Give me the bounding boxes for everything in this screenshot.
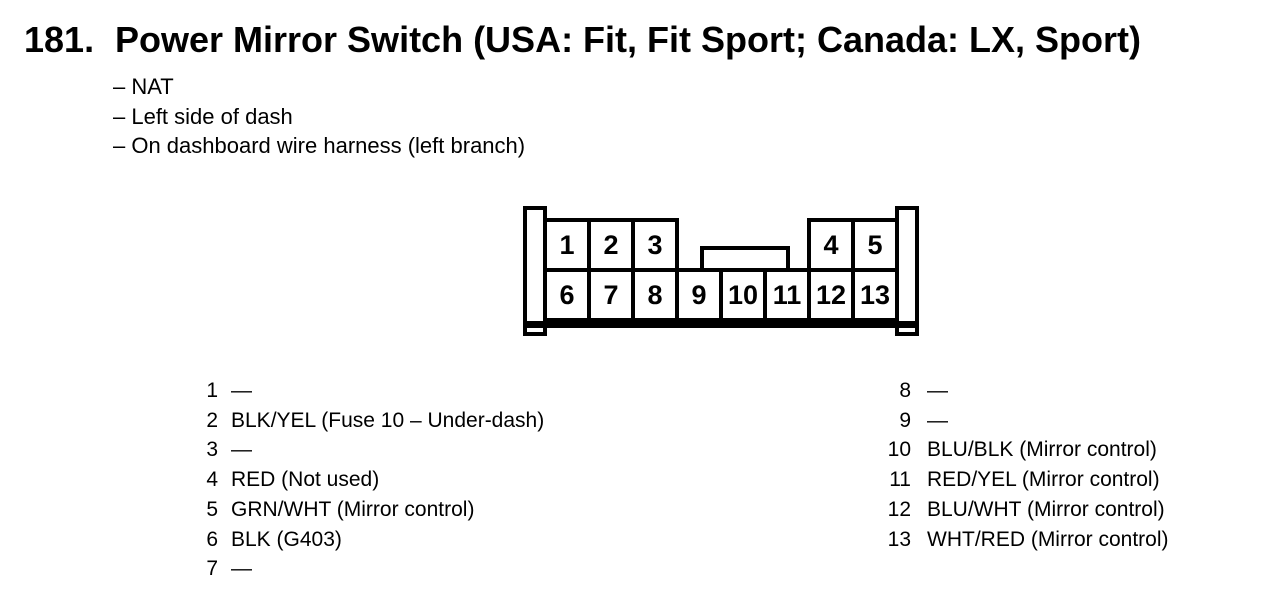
- pin-row: 9 —: [884, 406, 1169, 436]
- note-line: – On dashboard wire harness (left branch…: [113, 133, 526, 159]
- pin-row: 11 RED/YEL (Mirror control): [884, 465, 1169, 495]
- pin-description: —: [231, 379, 252, 402]
- connector-pin-cell-13: 13: [851, 268, 899, 322]
- pin-row: 1 —: [196, 376, 544, 406]
- item-number: 181.: [24, 19, 95, 60]
- connector-pin-cell-5: 5: [851, 218, 899, 272]
- pin-row: 12 BLU/WHT (Mirror control): [884, 495, 1169, 525]
- pin-number: 3: [206, 438, 218, 462]
- pin-row: 8 —: [884, 376, 1169, 406]
- pin-description: GRN/WHT (Mirror control): [231, 497, 475, 521]
- connector-pin-cell-8: 8: [631, 268, 679, 322]
- pin-row: 10 BLU/BLK (Mirror control): [884, 435, 1169, 465]
- note-line: – Left side of dash: [113, 103, 293, 129]
- connector-pin-cell-2: 2: [587, 218, 635, 272]
- pin-number: 7: [206, 557, 218, 581]
- pin-description: WHT/RED (Mirror control): [927, 527, 1169, 551]
- pin-description: —: [231, 557, 252, 581]
- page-title-text: Power Mirror Switch (USA: Fit, Fit Sport…: [115, 19, 1142, 60]
- connector-pin-cell-12: 12: [807, 268, 855, 322]
- connector-bottom-edge: [527, 321, 915, 328]
- connector-pin-cell-3: 3: [631, 218, 679, 272]
- pin-number: 9: [899, 408, 911, 432]
- pin-row: 2 BLK/YEL (Fuse 10 – Under-dash): [196, 406, 544, 436]
- note-line: – NAT: [113, 74, 174, 99]
- pin-list-left: 1 — 2 BLK/YEL (Fuse 10 – Under-dash) 3 —…: [196, 376, 544, 584]
- pin-description: RED/YEL (Mirror control): [927, 468, 1160, 492]
- pin-number: 10: [887, 438, 911, 462]
- pin-number: 5: [206, 497, 218, 521]
- pin-description: —: [231, 438, 252, 462]
- pin-row: 3 —: [196, 435, 544, 465]
- page-title: 181. Power Mirror Switch (USA: Fit, Fit …: [24, 18, 1141, 62]
- connector-pin-cell-1: 1: [543, 218, 591, 272]
- pin-number: 11: [889, 468, 911, 492]
- pin-row: 4 RED (Not used): [196, 465, 544, 495]
- pin-description: —: [927, 379, 948, 402]
- connector-diagram: 1 2 3 4 5 6 7 8 9 10 11 12 13: [523, 206, 919, 338]
- pin-list-right: 8 — 9 — 10 BLU/BLK (Mirror control) 11 R…: [884, 376, 1169, 554]
- notes-list: – NAT – Left side of dash – On dashboard…: [113, 72, 525, 161]
- pin-row: 13 WHT/RED (Mirror control): [884, 525, 1169, 555]
- pin-number: 1: [206, 379, 218, 402]
- pin-number: 6: [206, 527, 218, 551]
- pin-number: 12: [887, 497, 911, 521]
- connector-latch-tab: [700, 246, 790, 272]
- pin-row: 5 GRN/WHT (Mirror control): [196, 495, 544, 525]
- pin-description: BLU/WHT (Mirror control): [927, 497, 1165, 521]
- pin-number: 4: [206, 468, 218, 492]
- connector-pin-cell-10: 10: [719, 268, 767, 322]
- pin-description: BLU/BLK (Mirror control): [927, 438, 1157, 462]
- connector-pin-cell-4: 4: [807, 218, 855, 272]
- pin-description: BLK (G403): [231, 527, 342, 551]
- pin-description: RED (Not used): [231, 468, 380, 492]
- connector-pin-cell-11: 11: [763, 268, 811, 322]
- pin-number: 2: [206, 408, 218, 432]
- pin-row: 6 BLK (G403): [196, 525, 544, 555]
- connector-pin-cell-7: 7: [587, 268, 635, 322]
- pin-row: 7 —: [196, 554, 544, 584]
- pin-number: 8: [899, 379, 911, 402]
- connector-pin-cell-6: 6: [543, 268, 591, 322]
- pin-description: BLK/YEL (Fuse 10 – Under-dash): [231, 408, 545, 432]
- pin-description: —: [927, 408, 948, 432]
- connector-pin-cell-9: 9: [675, 268, 723, 322]
- pin-number: 13: [887, 527, 911, 551]
